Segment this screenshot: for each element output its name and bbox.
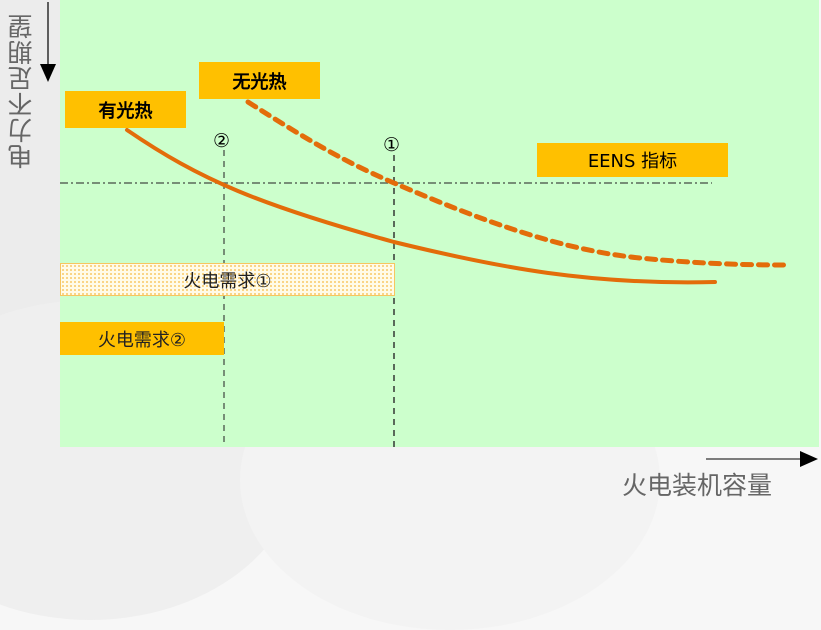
curve-without-solar-thermal: [245, 99, 788, 268]
diagram-lines: [40, 2, 818, 467]
label-thermal-demand-1: 火电需求①: [60, 263, 395, 296]
label-without-solar-thermal: 无光热: [199, 62, 320, 99]
x-axis-arrow-head: [800, 451, 818, 467]
plot-area: [60, 0, 819, 447]
marker-2: ②: [213, 130, 231, 152]
x-axis-title: 火电装机容量: [622, 471, 773, 500]
label-eens-index: EENS 指标: [537, 143, 728, 177]
label-with-solar-thermal: 有光热: [65, 91, 186, 128]
label-thermal-demand-2: 火电需求②: [60, 322, 224, 355]
curve-with-solar-thermal: [125, 128, 717, 285]
marker-1: ①: [383, 134, 401, 156]
y-axis-title: 电力不足期望: [7, 13, 36, 169]
y-axis-arrow-head: [40, 64, 56, 82]
